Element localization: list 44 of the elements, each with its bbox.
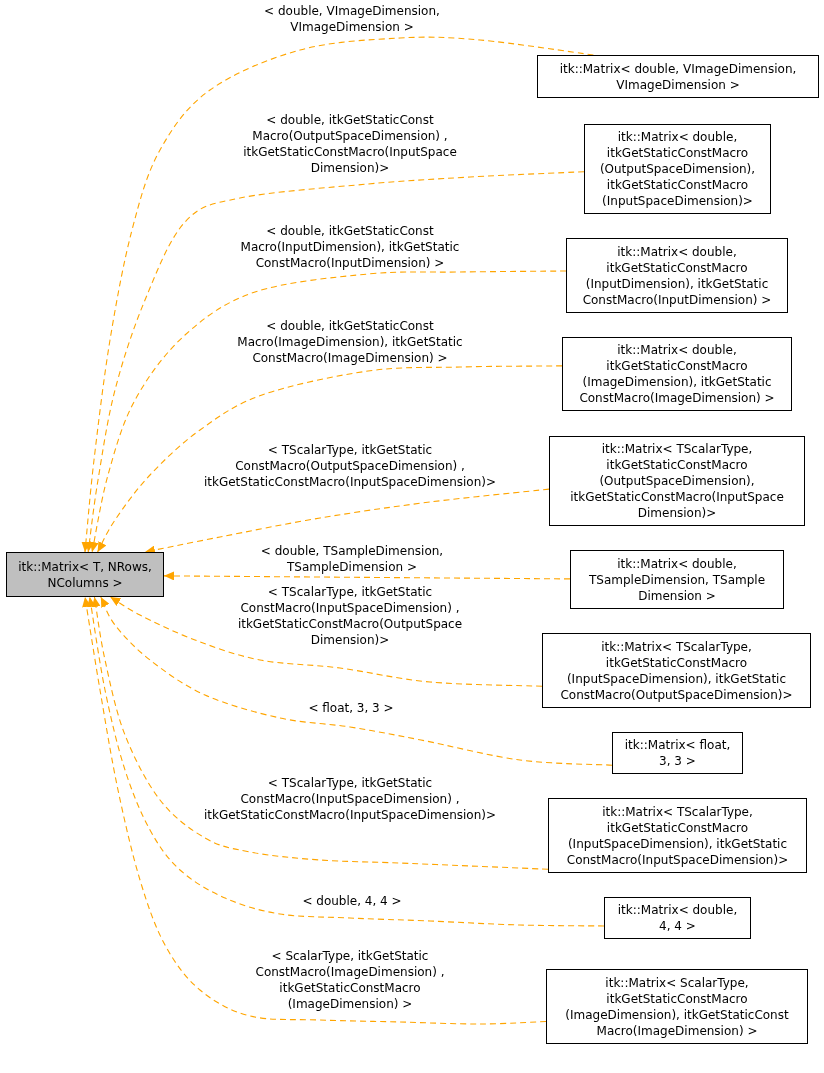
dashed-arrow: [89, 270, 567, 553]
class-name: itk::Matrix< float, 3, 3 >: [623, 737, 732, 769]
edge-label: < TScalarType, itkGetStatic ConstMacro(InputSpaceDimension) , itkGetStaticConstMacro(InputSpaceDimension)>: [202, 775, 498, 823]
class-box: [566, 238, 788, 313]
class-name: itk::Matrix< TScalarType, itkGetStaticConstMacro (InputSpaceDimension), itkGetStatic ConstMacro(InputSpaceDimension)>: [565, 803, 790, 868]
class-box: [542, 633, 811, 708]
edge-label: < double, itkGetStaticConst Macro(ImageDimension), itkGetStatic ConstMacro(ImageDimension) >: [236, 318, 464, 366]
class-name: itk::Matrix< double, TSampleDimension, TSample Dimension >: [587, 555, 767, 604]
class-box: [548, 798, 807, 873]
class-box: [546, 969, 808, 1044]
edge-label: < ScalarType, itkGetStatic ConstMacro(ImageDimension) , itkGetStaticConstMacro (ImageDimension) >: [254, 948, 446, 1012]
class-box: [6, 552, 164, 597]
class-name: itk::Matrix< TScalarType, itkGetStaticConstMacro (InputSpaceDimension), itkGetStatic ConstMacro(OutputSpaceDimension)>: [559, 638, 794, 703]
edge-label: < double, VImageDimension, VImageDimension >: [263, 3, 441, 35]
class-name: itk::Matrix< T, NRows, NColumns >: [17, 558, 153, 591]
edge-label: < TScalarType, itkGetStatic ConstMacro(OutputSpaceDimension) , itkGetStaticConstMacro(InputSpaceDimension)>: [202, 442, 498, 490]
dashed-arrow: [85, 171, 585, 553]
class-name: itk::Matrix< double, 4, 4 >: [616, 902, 739, 934]
class-name: itk::Matrix< TScalarType, itkGetStaticConstMacro (OutputSpaceDimension), itkGetStaticConstMacro(InputSpace Dimension)>: [569, 441, 785, 521]
class-box: [562, 337, 792, 411]
dashed-arrow: [82, 596, 547, 1025]
edge-label: < double, itkGetStaticConst Macro(OutputSpaceDimension) , itkGetStaticConstMacro(InputSpace Dimension)>: [242, 112, 458, 176]
class-box: [549, 436, 805, 526]
edge-label: < double, TSampleDimension, TSampleDimension >: [259, 543, 445, 575]
class-box: [584, 124, 771, 214]
dashed-arrow: [100, 596, 613, 766]
dashed-arrow: [86, 596, 605, 927]
edge-label: < float, 3, 3 >: [307, 700, 395, 716]
dashed-arrow: [97, 365, 563, 553]
edge-label: < double, itkGetStaticConst Macro(InputDimension), itkGetStatic ConstMacro(InputDimension) >: [239, 223, 461, 271]
class-name: itk::Matrix< double, itkGetStaticConstMacro (ImageDimension), itkGetStatic ConstMacro(ImageDimension) >: [578, 342, 776, 406]
class-box: [604, 897, 751, 939]
edge-label: < TScalarType, itkGetStatic ConstMacro(InputSpaceDimension) , itkGetStaticConstMacro(OutputSpace Dimension)>: [236, 584, 464, 648]
dashed-arrow: [109, 596, 543, 687]
edge-label: < double, 4, 4 >: [301, 893, 403, 909]
dashed-arrow: [163, 571, 571, 581]
class-box: [570, 550, 784, 609]
dashed-arrow: [91, 596, 549, 870]
class-name: itk::Matrix< double, itkGetStaticConstMacro (OutputSpaceDimension), itkGetStaticConstMacro (InputSpaceDimension)>: [598, 129, 757, 209]
class-name: itk::Matrix< double, itkGetStaticConstMacro (InputDimension), itkGetStatic ConstMacro(InputDimension) >: [581, 243, 773, 308]
class-box: [612, 732, 743, 774]
class-box: [537, 55, 819, 98]
class-name: itk::Matrix< ScalarType, itkGetStaticConstMacro (ImageDimension), itkGetStaticConst Macro(ImageDimension) >: [564, 974, 790, 1039]
class-name: itk::Matrix< double, VImageDimension, VImageDimension >: [558, 60, 798, 93]
